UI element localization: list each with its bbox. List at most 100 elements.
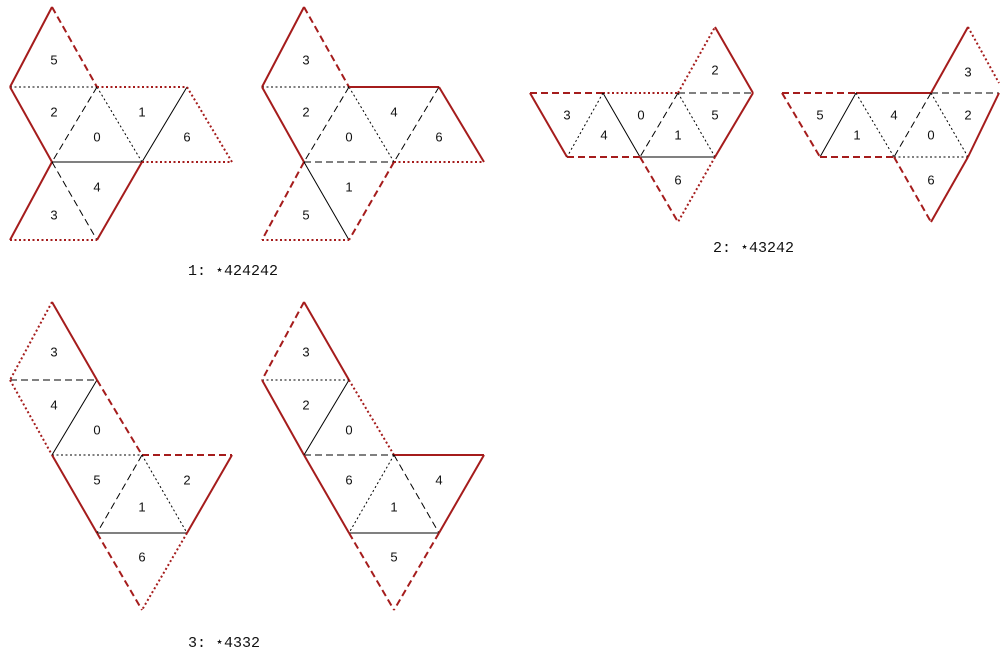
n1b-face-label: 3 bbox=[302, 53, 309, 68]
n1a-face-label: 5 bbox=[50, 53, 57, 68]
n2b-face-label: 1 bbox=[853, 128, 860, 143]
n1b-face-label: 0 bbox=[345, 130, 352, 145]
n2b-edge bbox=[855, 92, 895, 158]
n2b-edge bbox=[967, 92, 1000, 158]
n1a-edge bbox=[96, 86, 143, 163]
n2a-face-label: 3 bbox=[563, 108, 570, 123]
n3a-face-label: 0 bbox=[93, 423, 100, 438]
n1a-edge bbox=[9, 6, 53, 88]
n3a-edge bbox=[96, 454, 143, 534]
n2a-face-label: 1 bbox=[674, 128, 681, 143]
n3b-face-label: 4 bbox=[435, 473, 442, 488]
n3a-edge bbox=[141, 532, 188, 611]
n2b-edge bbox=[930, 92, 969, 158]
n3b-face-label: 1 bbox=[390, 500, 397, 515]
n3a-face-label: 3 bbox=[50, 345, 57, 360]
n2a-face-label: 5 bbox=[711, 108, 718, 123]
n1b-face-label: 6 bbox=[435, 130, 442, 145]
n2a-edge bbox=[639, 156, 679, 223]
n3b-edge bbox=[438, 454, 485, 534]
edge-layer bbox=[9, 6, 1000, 611]
label-layer: 5201643320461534015265140236340512632061… bbox=[50, 53, 971, 565]
n1b-edge bbox=[438, 86, 485, 163]
caption-group-1: 1: ⋆424242 bbox=[188, 263, 278, 280]
n1a-face-label: 3 bbox=[50, 208, 57, 223]
n1b-edge bbox=[348, 86, 395, 163]
n1a-edge bbox=[51, 86, 98, 163]
n1b-face-label: 2 bbox=[302, 105, 309, 120]
n3b-edge bbox=[261, 301, 305, 381]
n3a-edge bbox=[51, 301, 98, 381]
n3a-edge bbox=[51, 454, 98, 534]
n1a-edge bbox=[96, 161, 143, 241]
n1a-edge bbox=[186, 86, 233, 163]
n3b-edge bbox=[348, 532, 395, 611]
n1b-face-label: 5 bbox=[302, 208, 309, 223]
n3b-edge bbox=[303, 301, 350, 381]
n3b-edge bbox=[393, 454, 440, 534]
n3a-edge bbox=[186, 454, 233, 534]
n3b-face-label: 3 bbox=[302, 345, 309, 360]
n3a-face-label: 6 bbox=[138, 550, 145, 565]
n3b-edge bbox=[348, 454, 395, 534]
n1b-edge bbox=[261, 161, 305, 241]
n3a-face-label: 4 bbox=[50, 398, 57, 413]
n1b-edge bbox=[303, 161, 350, 241]
n3a-edge bbox=[9, 301, 53, 381]
n1b-edge bbox=[348, 161, 395, 241]
n2a-edge bbox=[639, 92, 679, 158]
n3b-edge bbox=[303, 454, 350, 534]
n3b-edge bbox=[348, 379, 395, 456]
n2a-face-label: 2 bbox=[711, 63, 718, 78]
n2a-face-label: 6 bbox=[674, 173, 681, 188]
n2b-face-label: 6 bbox=[927, 173, 934, 188]
n2a-face-label: 0 bbox=[637, 108, 644, 123]
n2b-edge bbox=[819, 92, 857, 158]
n3a-edge bbox=[51, 379, 98, 456]
n2a-edge bbox=[566, 92, 604, 158]
n2b-edge bbox=[930, 26, 969, 94]
n2b-edge bbox=[967, 26, 1000, 84]
n2b-face-label: 4 bbox=[890, 108, 897, 123]
n3b-edge bbox=[393, 532, 440, 611]
n1a-edge bbox=[9, 161, 53, 241]
n2a-edge bbox=[677, 156, 716, 223]
n1b-face-label: 4 bbox=[390, 105, 397, 120]
n3b-face-label: 2 bbox=[302, 398, 309, 413]
n1a-face-label: 6 bbox=[183, 130, 190, 145]
n2b-face-label: 3 bbox=[964, 65, 971, 80]
n2b-edge bbox=[893, 156, 932, 223]
n3b-edge bbox=[261, 379, 305, 456]
n2b-face-label: 2 bbox=[964, 108, 971, 123]
n1a-edge bbox=[141, 86, 188, 163]
n2b-face-label: 5 bbox=[816, 108, 823, 123]
n3a-edge bbox=[141, 454, 188, 534]
n1a-face-label: 0 bbox=[93, 130, 100, 145]
n3a-face-label: 5 bbox=[93, 473, 100, 488]
n2b-edge bbox=[781, 92, 821, 158]
n1a-face-label: 2 bbox=[50, 105, 57, 120]
n3b-edge bbox=[303, 379, 350, 456]
n3a-face-label: 2 bbox=[183, 473, 190, 488]
n1b-edge bbox=[303, 86, 350, 163]
n1b-edge bbox=[393, 86, 440, 163]
caption-group-3: 3: ⋆4332 bbox=[188, 635, 260, 652]
n2a-edge bbox=[602, 92, 641, 158]
n1a-edge bbox=[51, 6, 98, 88]
n1a-edge bbox=[51, 161, 98, 241]
n2a-face-label: 4 bbox=[600, 128, 607, 143]
n2a-edge bbox=[529, 92, 568, 158]
n1a-face-label: 1 bbox=[138, 105, 145, 120]
n3a-edge bbox=[9, 379, 53, 456]
n2a-edge bbox=[714, 92, 754, 158]
n2b-face-label: 0 bbox=[927, 128, 934, 143]
n3a-edge bbox=[96, 532, 143, 611]
n3b-face-label: 6 bbox=[345, 473, 352, 488]
n3a-edge bbox=[96, 379, 143, 456]
n3b-face-label: 5 bbox=[390, 550, 397, 565]
n3a-face-label: 1 bbox=[138, 500, 145, 515]
n1a-face-label: 4 bbox=[93, 180, 100, 195]
n2a-edge bbox=[677, 26, 716, 94]
